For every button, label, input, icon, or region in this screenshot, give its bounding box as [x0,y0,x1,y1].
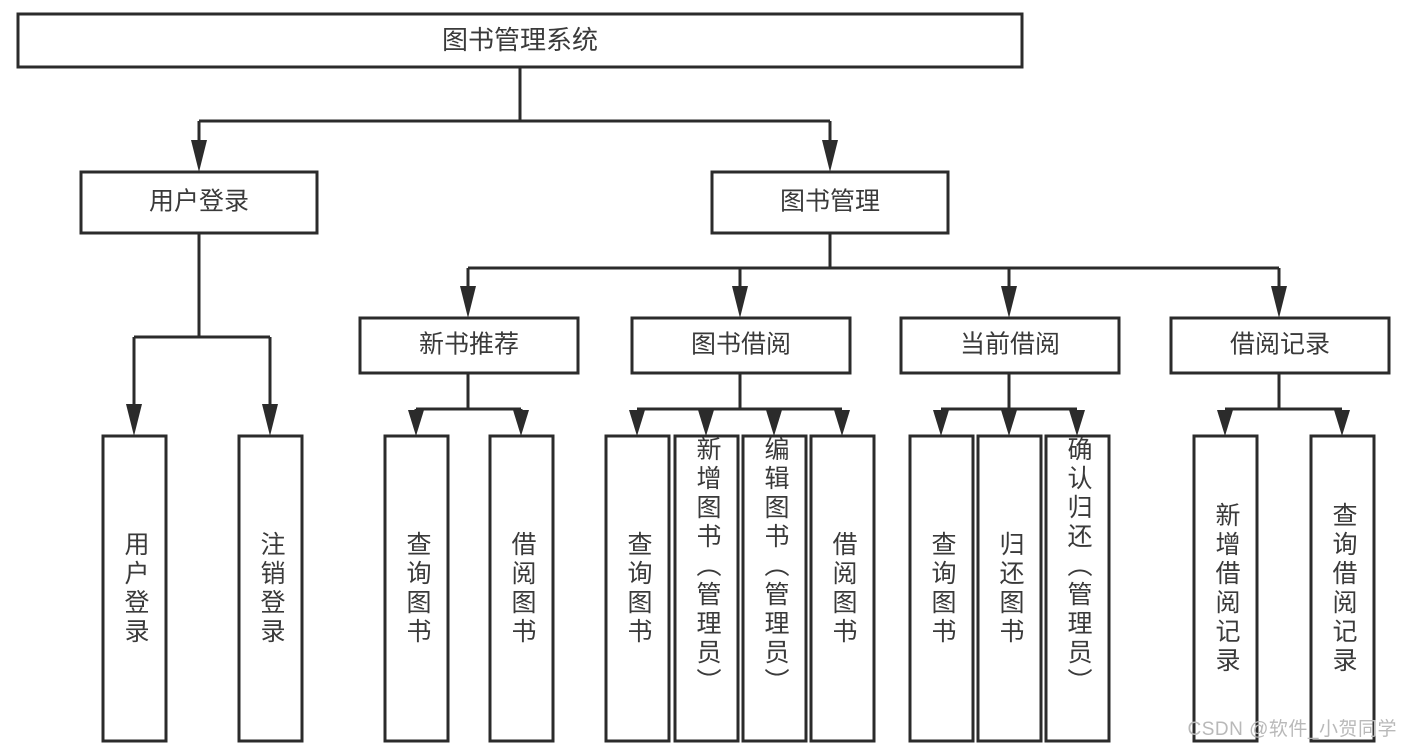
arrowhead-leaf-borrow-book-1 [513,410,529,436]
node-leaf-logout-box[interactable] [237,434,304,743]
arrowhead-borrow-record [1271,286,1287,318]
node-leaf-borrow-book-1-box[interactable] [488,434,555,743]
node-current-borrow[interactable]: 当前借阅 [899,316,1121,375]
arrowhead-book-borrow [732,286,748,318]
arrowhead-leaf-logout [262,404,278,436]
arrowhead-new-book-rec [460,286,476,318]
node-root-label: 图书管理系统 [442,25,598,55]
node-leaf-add-book-box[interactable] [673,434,740,743]
edges-bookmanage-to-level3 [460,233,1287,318]
node-book-borrow-box[interactable] [630,316,852,375]
node-book-borrow-label: 图书借阅 [691,331,791,359]
arrowhead-leaf-confirm-return [1069,410,1085,436]
node-new-book-rec-box[interactable] [358,316,580,375]
arrowhead-leaf-query-book-1 [408,410,424,436]
node-borrow-record-label: 借阅记录 [1230,331,1330,359]
node-new-book-rec-label: 新书推荐 [419,331,519,359]
node-root-box[interactable] [16,12,1024,69]
arrowhead-book-manage [822,140,838,172]
arrowhead-user-login [191,140,207,172]
node-book-manage-label: 图书管理 [780,188,880,216]
leaf-boxes [101,434,1376,743]
node-leaf-user-login-box[interactable] [101,434,168,743]
arrowhead-leaf-borrow-book-2 [834,410,850,436]
node-current-borrow-label: 当前借阅 [960,331,1060,359]
node-current-borrow-box[interactable] [899,316,1121,375]
edges-userlogin-to-leaves [126,233,278,436]
node-user-login[interactable]: 用户登录 [79,170,319,235]
arrowhead-leaf-query-book-3 [933,410,949,436]
node-book-borrow[interactable]: 图书借阅 [630,316,852,375]
edges-bookborrow-to-leaves [629,373,850,436]
node-new-book-rec[interactable]: 新书推荐 [358,316,580,375]
node-leaf-add-record-box[interactable] [1192,434,1259,743]
arrowhead-leaf-query-record [1334,410,1350,436]
node-leaf-confirm-return-box[interactable] [1044,434,1111,743]
node-leaf-edit-book-box[interactable] [741,434,808,743]
node-borrow-record[interactable]: 借阅记录 [1169,316,1391,375]
edges-currentborrow-to-leaves [933,373,1085,436]
edges-root-to-level2 [191,67,838,172]
arrowhead-leaf-add-record [1217,410,1233,436]
arrowhead-current-borrow [1001,286,1017,318]
node-leaf-return-book-box[interactable] [976,434,1043,743]
arrowhead-leaf-edit-book [766,410,782,436]
edges-borrowrecord-to-leaves [1217,373,1350,436]
node-user-login-box[interactable] [79,170,319,235]
arrowhead-leaf-query-book-2 [629,410,645,436]
arrowhead-leaf-return-book [1001,410,1017,436]
arrowhead-leaf-user-login [126,404,142,436]
node-book-manage-box[interactable] [710,170,950,235]
node-root[interactable]: 图书管理系统 [16,12,1024,69]
node-leaf-query-book-1-box[interactable] [383,434,450,743]
node-leaf-borrow-book-2-box[interactable] [809,434,876,743]
node-leaf-query-record-box[interactable] [1309,434,1376,743]
edges-newbook-to-leaves [408,373,529,436]
node-borrow-record-box[interactable] [1169,316,1391,375]
node-leaf-query-book-2-box[interactable] [604,434,671,743]
arrowhead-leaf-add-book [698,410,714,436]
node-leaf-query-book-3-box[interactable] [908,434,975,743]
node-book-manage[interactable]: 图书管理 [710,170,950,235]
node-user-login-label: 用户登录 [149,188,249,216]
